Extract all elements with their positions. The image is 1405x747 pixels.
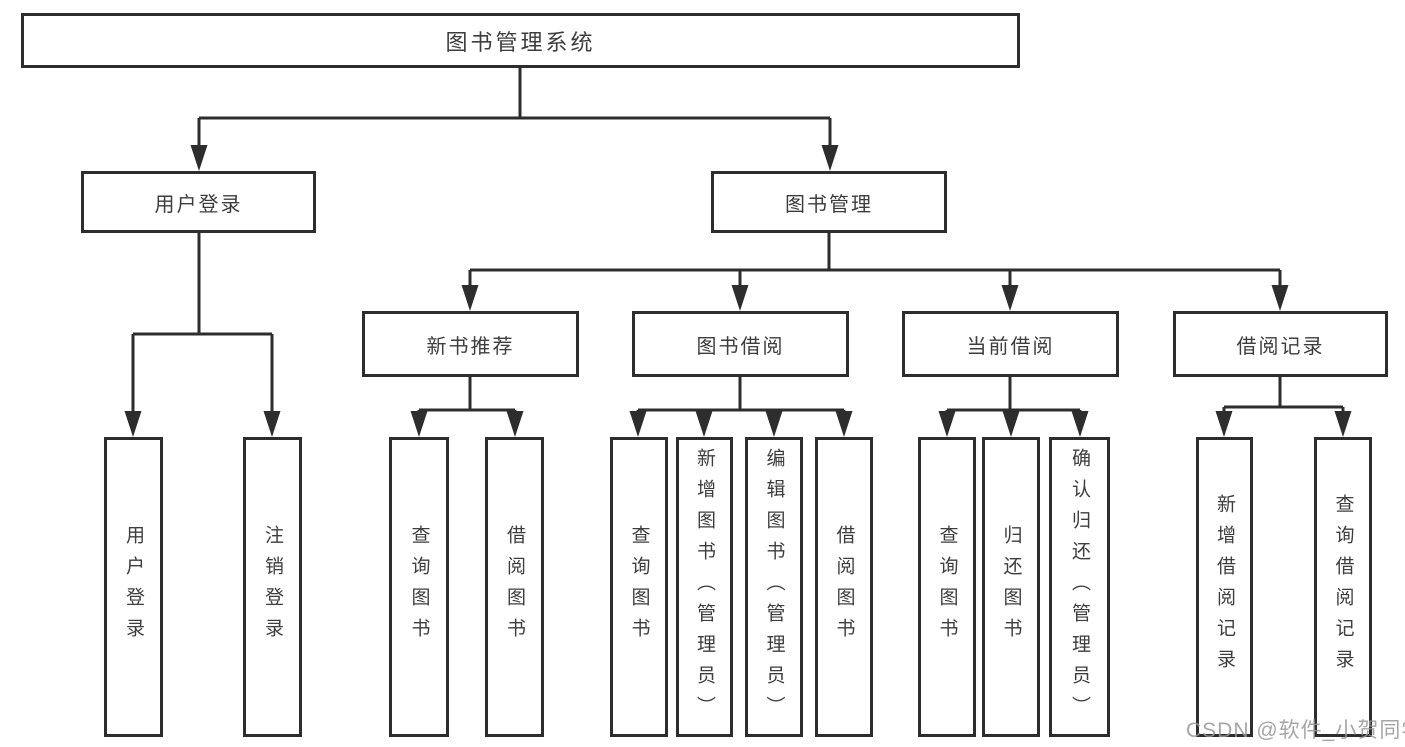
- leaf-borrow-books-recommend: 借阅图书: [485, 437, 544, 737]
- leaf-user-login: 用户登录: [104, 437, 163, 737]
- leaf-borrow-books: 借阅图书: [815, 437, 873, 737]
- node-library-management-system: 图书管理系统: [21, 13, 1020, 68]
- node-book-management: 图书管理: [711, 171, 947, 233]
- leaf-add-borrow-record: 新增借阅记录: [1196, 437, 1253, 737]
- leaf-return-books: 归还图书: [982, 437, 1040, 737]
- leaf-edit-books-admin: 编辑图书（管理员）: [745, 437, 803, 737]
- leaf-logout-login: 注销登录: [243, 437, 302, 737]
- leaf-add-books-admin: 新增图书（管理员）: [676, 437, 733, 737]
- node-new-book-recommend: 新书推荐: [362, 311, 579, 377]
- leaf-query-borrow-record: 查询借阅记录: [1314, 437, 1372, 737]
- node-book-borrow: 图书借阅: [632, 311, 849, 377]
- watermark: CSDN @软件_小贺同学: [1186, 719, 1405, 742]
- node-current-borrow: 当前借阅: [902, 311, 1119, 377]
- leaf-confirm-return-admin: 确认归还（管理员）: [1049, 437, 1110, 737]
- leaf-query-books-borrow: 查询图书: [610, 437, 668, 737]
- leaf-query-books-current: 查询图书: [918, 437, 976, 737]
- leaf-query-books-recommend: 查询图书: [389, 437, 449, 737]
- node-borrow-records: 借阅记录: [1173, 311, 1388, 377]
- node-user-login: 用户登录: [81, 171, 316, 233]
